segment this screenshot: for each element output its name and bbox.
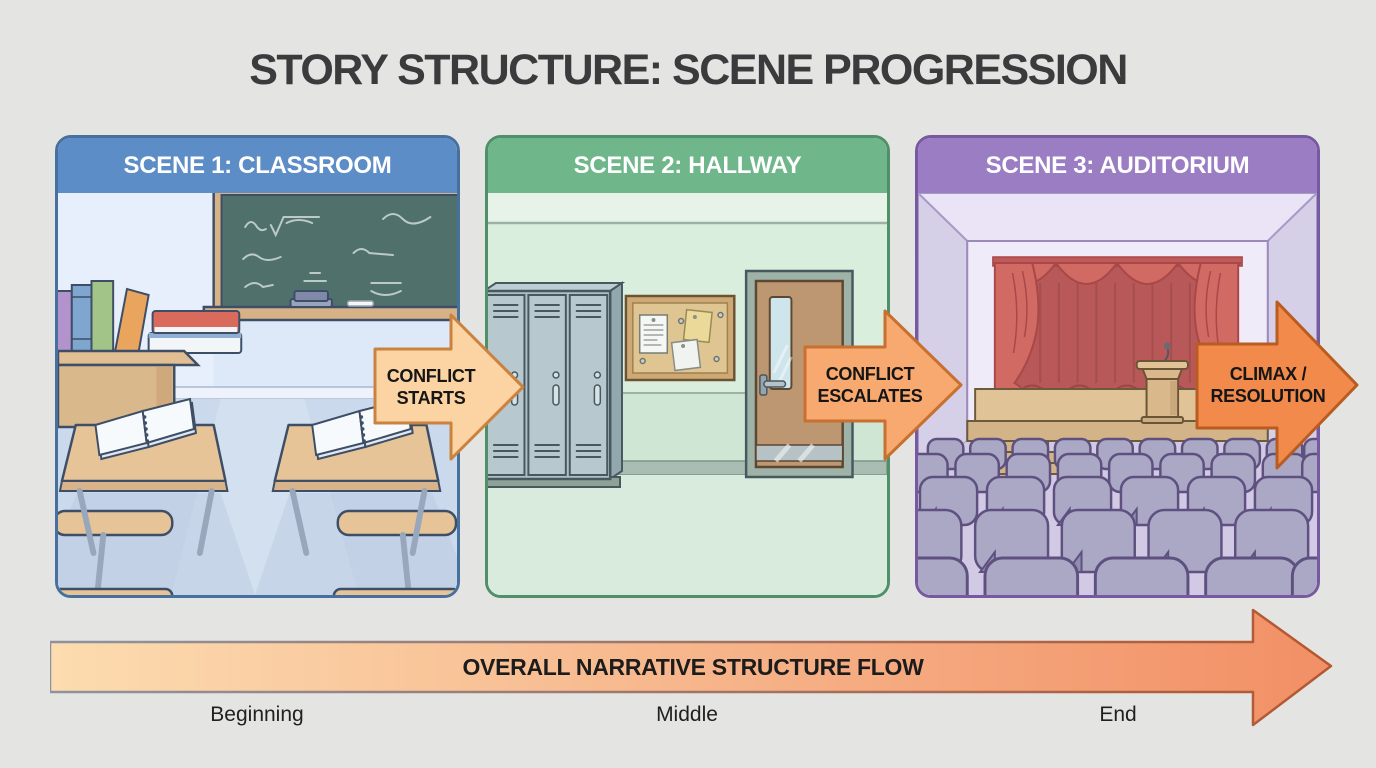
- bulletin-board: [624, 294, 736, 382]
- scene-1-header: SCENE 1: CLASSROOM: [58, 138, 457, 193]
- auditorium-illustration: [918, 193, 1317, 595]
- arrow-label: CONFLICT STARTS: [386, 365, 476, 409]
- flow-arrow-shape: [50, 608, 1333, 727]
- scene-3-title: SCENE 3: AUDITORIUM: [985, 151, 1250, 179]
- pinned-paper: [638, 314, 669, 354]
- book-purple: [58, 290, 73, 352]
- scene-3-header: SCENE 3: AUDITORIUM: [918, 138, 1317, 193]
- auditorium-scene-art: [918, 193, 1317, 595]
- arrow-shape: [803, 309, 963, 461]
- door-window: [768, 296, 793, 390]
- narrative-flow-arrow: OVERALL NARRATIVE STRUCTURE FLOW: [50, 607, 1336, 728]
- flow-arrow-label: OVERALL NARRATIVE STRUCTURE FLOW: [462, 653, 924, 680]
- chalkboard: [202, 193, 457, 322]
- scene-1-title: SCENE 1: CLASSROOM: [123, 151, 392, 179]
- open-notebook: [94, 397, 198, 461]
- podium: [1135, 342, 1189, 424]
- student-desk-left: [58, 397, 229, 595]
- chalk: [346, 300, 374, 307]
- locker-handles: [510, 371, 602, 406]
- hallway-scene-art: [488, 193, 887, 595]
- scene-2-header: SCENE 2: HALLWAY: [488, 138, 887, 193]
- timeline-label-middle: Middle: [656, 703, 718, 726]
- hallway-illustration: [488, 193, 887, 595]
- transition-arrow-conflict-starts: CONFLICT STARTS: [373, 313, 525, 461]
- locker-vents: [492, 304, 602, 458]
- lockers: [488, 281, 626, 488]
- arrow-shape: [373, 313, 525, 461]
- arrow-label: CONFLICT ESCALATES: [817, 363, 923, 407]
- door-handle: [763, 380, 787, 388]
- pinned-note-yellow: [682, 308, 713, 344]
- scene-2-title: SCENE 2: HALLWAY: [573, 151, 802, 179]
- student-desk-right: [271, 397, 457, 595]
- transition-arrow-climax-resolution: CLIMAX / RESOLUTION: [1195, 300, 1359, 470]
- push-pins: [639, 311, 724, 365]
- transition-arrow-conflict-escalates: CONFLICT ESCALATES: [803, 309, 963, 461]
- page-title: STORY STRUCTURE: SCENE PROGRESSION: [249, 46, 1128, 94]
- chalk-formulas: [242, 213, 432, 296]
- pinned-note-white: [670, 338, 702, 372]
- book-blue: [70, 284, 93, 352]
- arrow-label: CLIMAX / RESOLUTION: [1210, 363, 1326, 407]
- timeline-label-beginning: Beginning: [210, 703, 304, 726]
- arrow-shape: [1195, 300, 1359, 470]
- microphone-icon: [1163, 342, 1171, 350]
- timeline-label-end: End: [1099, 703, 1137, 726]
- book-green: [90, 280, 115, 352]
